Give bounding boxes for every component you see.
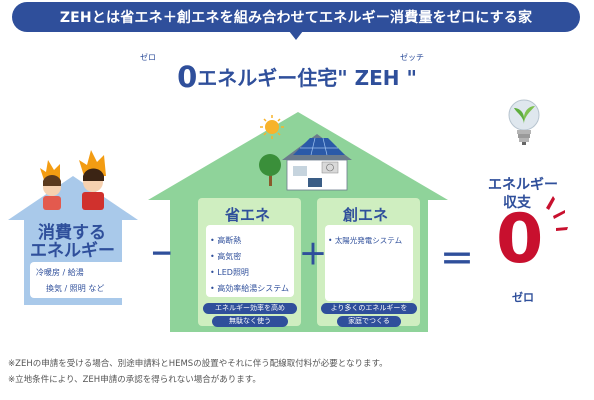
- saving-item: • 高気密: [210, 252, 242, 261]
- top-banner: ZEHとは省エネ＋創エネを組み合わせてエネルギー消費量をゼロにする家: [12, 2, 580, 32]
- lightbulb-icon: [508, 99, 540, 145]
- minus-operator: −: [150, 236, 174, 269]
- headline-quote-open: ": [337, 66, 348, 90]
- roof-house-illustration: [282, 134, 352, 191]
- result-label-line2: 収支: [503, 195, 531, 211]
- tree-icon: [259, 154, 281, 186]
- creation-item: • 太陽光発電システム: [328, 236, 403, 245]
- creation-title: 創エネ: [343, 206, 389, 224]
- saving-caption-line2: 無駄なく使う: [212, 316, 288, 327]
- consumption-items-line2: 換気 / 照明 など: [46, 284, 105, 293]
- result-zero-label: ゼロ: [512, 291, 534, 304]
- saving-item: • 高効率給湯システム: [210, 284, 290, 293]
- sun-icon: [260, 115, 284, 139]
- saving-item-text: 高断熱: [217, 236, 242, 245]
- headline-zeh: ZEH: [354, 66, 400, 90]
- headline-main: エネルギー住宅: [197, 66, 338, 90]
- creation-items-box: [325, 225, 413, 301]
- saving-items-box: [206, 225, 294, 297]
- result-label-line1: エネルギー: [488, 177, 558, 193]
- equals-operator: ＝: [440, 240, 474, 280]
- footnote: ※ZEHの申請を受ける場合、別途申請料とHEMSの設置やそれに伴う配線取付料が必…: [8, 359, 388, 369]
- creation-caption-line1: より多くのエネルギーを: [321, 303, 417, 314]
- consumption-title-line1: 消費する: [38, 223, 106, 243]
- zeh-ruby: ゼッチ: [400, 53, 424, 62]
- headline-zero: 0: [177, 60, 198, 94]
- saving-item: • 高断熱: [210, 236, 242, 245]
- creation-item-text: 太陽光発電システム: [334, 236, 403, 245]
- banner-text: ZEHとは省エネ＋創エネを組み合わせてエネルギー消費量をゼロにする家: [59, 10, 533, 26]
- saving-item-text: LED照明: [217, 268, 249, 277]
- saving-item-text: 高気密: [217, 252, 242, 261]
- banner-pointer: [289, 31, 303, 40]
- heat-pump-icon: [321, 161, 339, 174]
- saving-title: 省エネ: [225, 206, 271, 224]
- saving-caption-line1: エネルギー効率を高め: [203, 303, 297, 314]
- consumption-items-line1: 冷暖房 / 給湯: [36, 268, 84, 277]
- solar-panel-icon: [293, 137, 345, 156]
- creation-caption-line2: 家庭でつくる: [337, 316, 401, 327]
- exclamation-marks-icon: [546, 196, 568, 231]
- consumption-items-box: [30, 262, 126, 298]
- consumption-title-line2: エネルギー: [30, 241, 115, 261]
- family-icon: [40, 150, 106, 210]
- saving-item-text: 高効率給湯システム: [217, 284, 290, 293]
- hems-monitor-icon: [308, 178, 322, 187]
- zero-ruby: ゼロ: [140, 53, 156, 62]
- result-zero: 0: [496, 200, 544, 279]
- plus-operator: ＋: [299, 238, 328, 271]
- headline: 0エネルギー住宅" ZEH ": [0, 60, 594, 94]
- headline-quote-close: ": [406, 66, 417, 90]
- saving-item: • LED照明: [210, 268, 249, 277]
- footnote: ※立地条件により、ZEH申請の承認を得られない場合があります。: [8, 375, 261, 385]
